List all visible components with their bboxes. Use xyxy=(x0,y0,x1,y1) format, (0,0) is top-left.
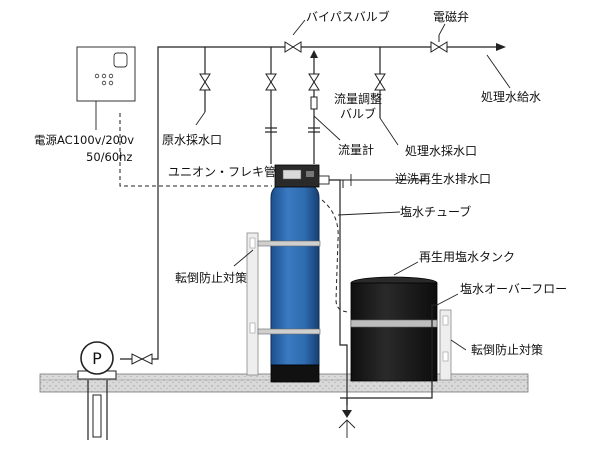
pump-icon: P xyxy=(77,341,117,380)
backwash-drain-label: 逆洗再生水排水口 xyxy=(395,171,491,186)
treated-water-sampling-branch xyxy=(374,47,399,146)
backwash-drain-line xyxy=(329,174,425,405)
anti-tip-stand-right xyxy=(439,309,467,381)
flow-meter-label: 流量計 xyxy=(338,142,374,157)
inlet-branch xyxy=(265,47,277,164)
treated-supply-leader xyxy=(486,54,511,89)
brine-tube xyxy=(321,199,351,313)
pump-label: P xyxy=(92,349,102,368)
well-pipe xyxy=(87,380,108,440)
power-label-2: 50/60hz xyxy=(86,150,132,164)
power-label-1: 電源AC100v/200v xyxy=(34,133,134,147)
brine-tube-label: 塩水チューブ xyxy=(400,204,471,219)
control-panel-icon xyxy=(76,46,136,102)
brine-tank-label: 再生用塩水タンク xyxy=(419,249,515,264)
treated-water-supply-label: 処理水給水 xyxy=(481,90,541,104)
brine-tube-leader xyxy=(337,211,401,216)
valve-icon xyxy=(131,353,153,365)
anti-tip-stand-left xyxy=(233,232,259,376)
anti-tip-right-label: 転倒防止対策 xyxy=(471,342,543,357)
bypass-valve-icon xyxy=(284,19,306,53)
drain-arrow-icon xyxy=(338,398,356,438)
solenoid-valve-icon xyxy=(430,23,448,53)
brine-overflow-label: 塩水オーバーフロー xyxy=(460,281,567,296)
outlet-branch xyxy=(308,50,341,164)
bypass-valve-label: バイパスバルブ xyxy=(306,9,390,24)
union-flex-label: ユニオン・フレキ管 xyxy=(168,164,276,179)
brine-overflow-line xyxy=(340,293,459,399)
raw-water-sampling-branch xyxy=(195,47,211,126)
electrical-line xyxy=(119,113,272,187)
anti-tip-left-label: 転倒防止対策 xyxy=(175,270,247,285)
filter-tank-icon xyxy=(257,164,330,383)
flow-adjust-label-2: バルブ xyxy=(340,106,376,121)
treated-water-sampling-label: 処理水採水口 xyxy=(405,144,477,158)
solenoid-valve-label: 電磁弁 xyxy=(433,9,469,24)
brine-tank-icon xyxy=(350,261,438,382)
raw-water-sampling-label: 原水採水口 xyxy=(162,133,222,147)
flow-adjust-label-1: 流量調整 xyxy=(334,91,382,106)
